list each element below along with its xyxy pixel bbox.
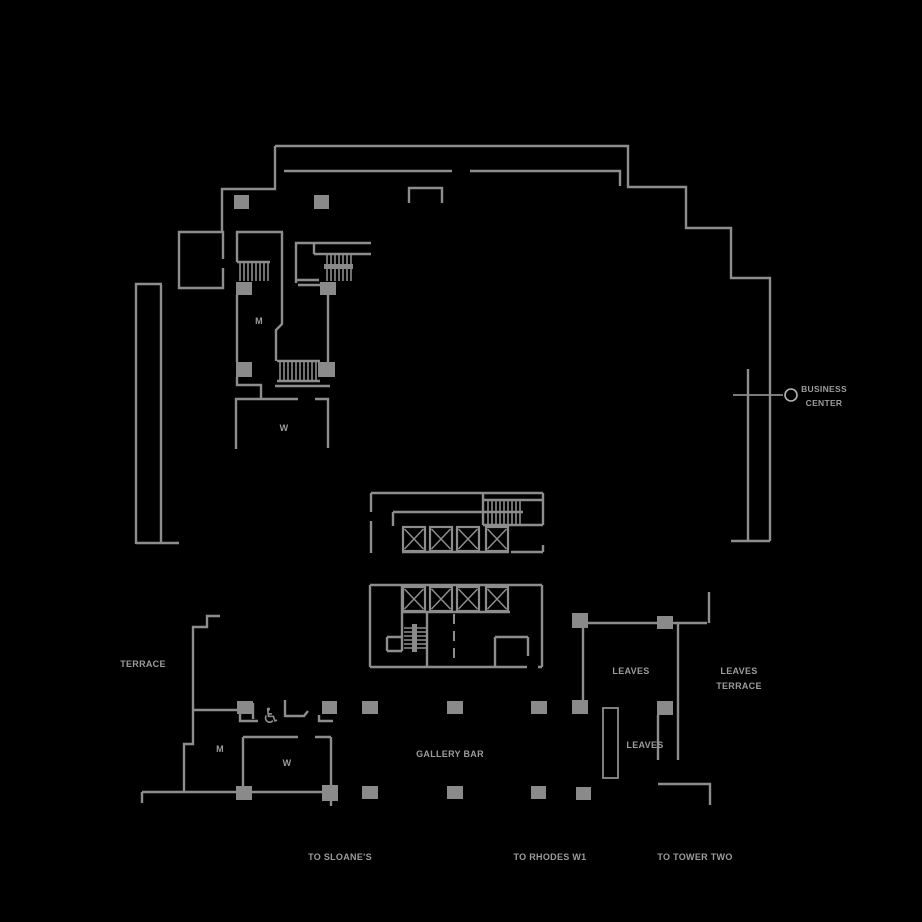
leaves-bar-counter [602,707,619,779]
columns [234,195,673,801]
mens-room-upper-label: M [255,316,263,326]
column [572,613,588,628]
column [236,282,252,295]
elevator-3 [455,525,481,553]
stair-south-rails [275,359,330,388]
column [322,701,337,714]
building-outline [220,144,772,543]
upper-core-stair-treads [487,501,521,524]
terrace-label: TERRACE [120,659,166,669]
exit-labels: TO SLOANE'S TO RHODES W1 TO TOWER TWO [308,852,732,862]
terrace-walls [134,230,237,803]
womens-room-lower-label: W [283,758,292,768]
upper-core-walls [369,491,545,554]
business-center-marker-icon [784,388,798,402]
elevator-5 [401,585,427,613]
leaves-south-label: LEAVES [626,740,663,750]
leaves-walls [581,592,712,805]
mens-room-walls [235,230,330,399]
accessible-wc-partitions [238,700,333,723]
leaves-area [581,592,712,805]
northwest-room [177,230,225,290]
column [362,786,378,799]
column [657,616,673,629]
entry-door-recess [407,186,444,203]
stair-north-treads [239,263,269,281]
column [576,787,591,800]
stair-east-landing [324,264,353,269]
gallery-bar-label: GALLERY BAR [416,749,484,759]
leaves-terrace-label-line2: TERRACE [716,681,762,691]
business-center-callout: BUSINESS CENTER [733,384,847,408]
column [531,786,546,799]
business-center-label-line1: BUSINESS [801,384,847,394]
exit-sloanes-label: TO SLOANE'S [308,852,372,862]
column [237,701,253,714]
lower-restroom-block: ♿ M W [216,700,333,806]
elevator-6 [428,585,454,613]
elevator-2 [428,525,454,553]
column [318,362,335,377]
upper-restroom-block: M W [234,230,371,449]
elevator-1 [401,525,427,553]
column [447,701,463,714]
column [236,362,252,377]
leaves-west-label: LEAVES [612,666,649,676]
column [320,282,336,295]
stair-east-room [294,241,371,287]
west-double-wall [134,282,179,545]
column [314,195,329,209]
outer-wall [220,144,772,543]
column [531,701,547,714]
column [236,786,252,800]
column [234,195,249,209]
womens-room-upper-label: W [280,423,289,433]
elevator-8 [484,585,510,613]
exit-tower-two-label: TO TOWER TWO [657,852,732,862]
leaves-terrace-label-line1: LEAVES [720,666,757,676]
wheelchair-accessible-icon: ♿ [262,705,281,728]
column [447,786,463,799]
southwest-terrace-wall [140,614,237,803]
column [657,701,673,715]
column [362,701,378,714]
lower-core-stair-rail [412,624,417,652]
stair-south-treads [279,362,317,380]
exit-rhodes-label: TO RHODES W1 [514,852,587,862]
inner-facade-line [284,169,622,186]
business-center-label-line2: CENTER [806,398,843,408]
elevator-7 [455,585,481,613]
upper-elevator-core [369,491,545,554]
mens-room-lower-label: M [216,744,224,754]
elevator-4 [484,525,510,553]
column [322,785,338,801]
womens-room-upper-walls [234,397,330,449]
womens-room-lower-walls [241,735,333,806]
column [572,700,588,714]
lower-elevator-core [368,583,544,669]
area-labels: TERRACE GALLERY BAR LEAVES LEAVES TERRAC… [120,659,762,759]
